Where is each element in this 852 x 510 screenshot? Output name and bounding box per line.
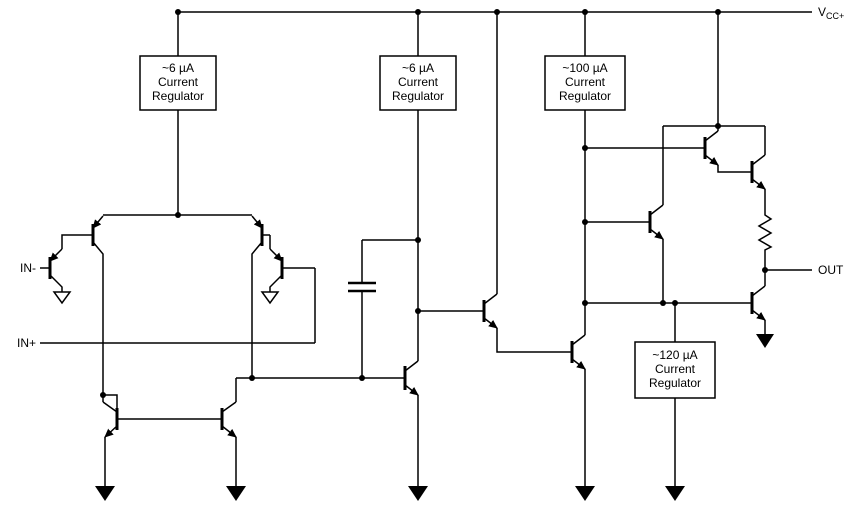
transistor-q6-npn (220, 378, 237, 486)
junction-dots (100, 9, 768, 398)
transistor-q1-pnp (48, 234, 93, 292)
transistor-q9-npn (570, 334, 586, 486)
transistor-q8-npn (418, 293, 572, 353)
compensation-capacitor (348, 239, 418, 378)
svg-text:Current: Current (398, 75, 439, 89)
current-regulator-4: ~120 µA Current Regulator (634, 303, 716, 501)
ground-arrow (226, 486, 246, 501)
transistor-q12-npn (648, 126, 664, 303)
current-regulator-4-box (634, 341, 716, 399)
power-rail: VCC+ (176, 5, 844, 21)
transistor-q4-pnp (269, 235, 316, 343)
current-regulator-1: ~6 µA Current Regulator (139, 12, 217, 215)
in-minus-label: IN- (20, 261, 36, 275)
out-label: OUT (818, 263, 844, 277)
input-differential-stage: IN- (17, 214, 316, 402)
transistor-q7-npn-second-stage (403, 360, 428, 501)
ground-arrow (408, 486, 428, 501)
current-regulator-2: ~6 µA Current Regulator (379, 12, 457, 361)
current-regulator-3: ~100 µA Current Regulator (544, 12, 626, 335)
transistor-q10-npn (703, 130, 752, 173)
transistor-q5-npn (102, 394, 119, 486)
svg-text:Current: Current (655, 362, 696, 376)
ground-arrow (756, 334, 774, 348)
output-stage: OUT (585, 12, 844, 348)
output-resistor (757, 212, 773, 270)
transistor-q13-npn (750, 270, 766, 334)
gain-stage (418, 12, 595, 501)
svg-text:Current: Current (158, 75, 199, 89)
ground-arrow (575, 486, 595, 501)
current-mirror (95, 377, 405, 501)
current-regulator-1-label: ~6 µA (162, 61, 194, 75)
current-regulator-1-box (139, 55, 217, 111)
current-regulator-3-label: ~100 µA (562, 61, 607, 75)
vcc-label: VCC+ (818, 5, 844, 21)
transistor-q3-pnp (251, 215, 270, 378)
current-regulator-4-label: ~120 µA (652, 348, 697, 362)
svg-text:Regulator: Regulator (559, 89, 611, 103)
svg-text:Current: Current (565, 75, 606, 89)
svg-text:Regulator: Regulator (649, 376, 701, 390)
ground-symbol (52, 291, 72, 305)
svg-text:Regulator: Regulator (392, 89, 444, 103)
ground-arrow (665, 486, 685, 501)
current-regulator-2-box (379, 55, 457, 111)
current-regulator-2-label: ~6 µA (402, 61, 434, 75)
ground-symbol (260, 291, 280, 305)
ground-arrow (95, 486, 115, 501)
transistor-q2-pnp (91, 215, 104, 402)
current-regulator-3-box (544, 55, 626, 111)
in-plus-label: IN+ (17, 336, 36, 350)
svg-text:Regulator: Regulator (152, 89, 204, 103)
transistor-q11-npn (750, 126, 766, 212)
